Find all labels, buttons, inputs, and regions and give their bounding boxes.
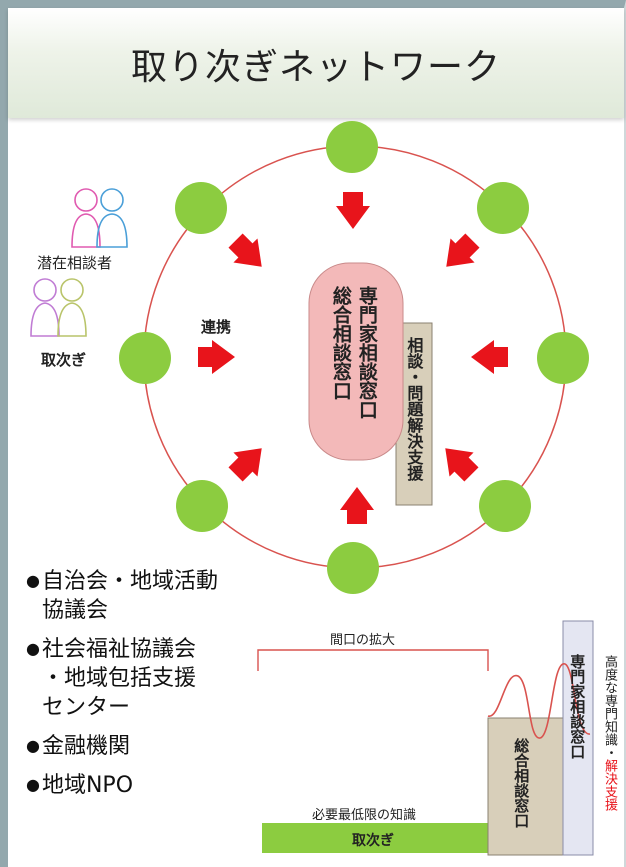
arrow-icon <box>434 228 485 279</box>
list-item: ●社会福祉協議会 ・地域包括支援 センター <box>26 637 197 720</box>
bullet-icon: ● <box>26 639 40 658</box>
arrow-icon <box>471 340 508 374</box>
node-circle-bottom-left <box>176 480 228 532</box>
arrow-icon <box>198 340 235 374</box>
arrow-icon <box>433 436 484 487</box>
arrow-icon <box>340 487 374 524</box>
senzai-label: 潜在相談者 <box>37 254 113 272</box>
node-circle-bottom <box>327 542 379 594</box>
wave-line <box>487 663 591 739</box>
mado-bracket <box>257 649 489 671</box>
list-item: ●自治会・地域活動 協議会 <box>26 569 218 623</box>
arrow-icon <box>223 436 274 487</box>
center-box-text-senmon: 専門家相談窓口 <box>355 286 378 419</box>
hitsuyo-label: 必要最低限の知識 <box>312 808 417 823</box>
center-box-text-sogo: 総合相談窓口 <box>329 286 352 400</box>
senmon-bar <box>562 620 594 856</box>
slide-title: 取り次ぎネットワーク <box>130 47 501 88</box>
bottom-chart <box>257 620 594 856</box>
toritsugi-bar <box>262 823 488 853</box>
arrow-icon <box>223 228 274 279</box>
toritsugi-label: 取次ぎ <box>41 351 87 369</box>
bullet-icon: ● <box>26 571 40 590</box>
center-box <box>308 262 404 461</box>
organization-list: ●自治会・地域活動 協議会 ●社会福祉協議会 ・地域包括支援 センター ●金融機… <box>26 566 286 809</box>
node-circle-top-left <box>175 182 227 234</box>
renkei-label: 連携 <box>201 318 232 336</box>
node-circle-right <box>537 332 589 384</box>
arrow-icon <box>336 192 370 229</box>
senmon-bar-label: 専門家相談窓口 <box>568 654 587 759</box>
node-circle-bottom-right <box>479 480 531 532</box>
toritsugi-bar-label: 取次ぎ <box>352 833 394 849</box>
title-bar: 取り次ぎネットワーク <box>8 8 624 118</box>
node-circle-top <box>326 121 378 173</box>
sogo-bar-label: 総合相談窓口 <box>512 738 531 828</box>
node-circle-top-right <box>477 182 529 234</box>
list-item: ●金融機関 <box>26 734 130 759</box>
bullet-icon: ● <box>26 736 40 755</box>
bullet-icon: ● <box>26 775 40 794</box>
list-item: ●地域NPO <box>26 773 134 798</box>
side-box-text: 相談・問題解決支援 <box>404 337 424 481</box>
mado-label: 間口の拡大 <box>330 633 396 648</box>
kodo-label: 高度な専門知識・解決支援 <box>601 655 617 811</box>
people-icon <box>30 188 128 337</box>
sogo-bar <box>487 717 564 856</box>
node-circles <box>119 121 589 594</box>
node-circle-left <box>119 332 171 384</box>
